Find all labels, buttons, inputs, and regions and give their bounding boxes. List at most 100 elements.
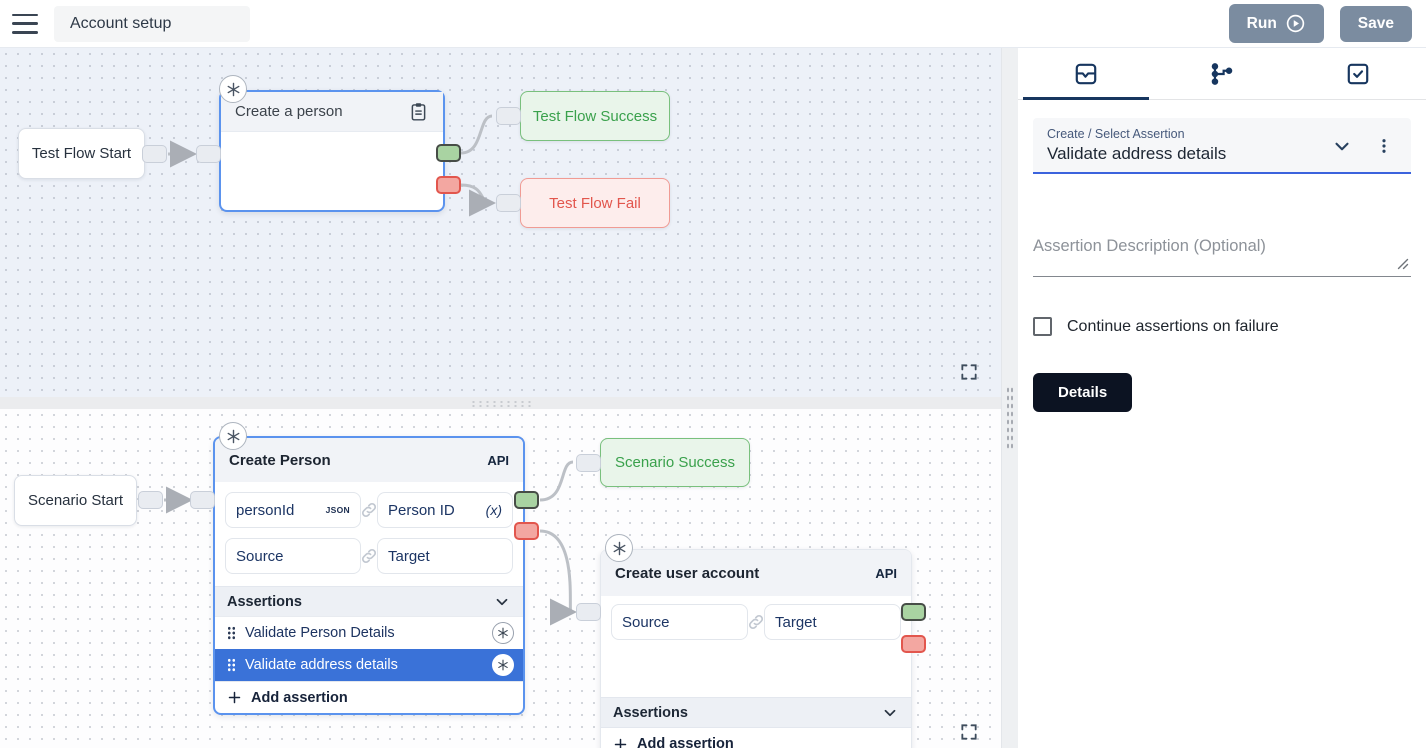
asterisk-icon <box>498 627 508 639</box>
assertion-label: Validate Person Details <box>245 624 395 641</box>
assertion-row-selected[interactable]: Validate address details <box>215 648 523 682</box>
mapping-source-field[interactable]: Source <box>611 604 748 640</box>
scenario-start-node[interactable]: Scenario Start <box>14 475 137 526</box>
assertions-header-label: Assertions <box>227 593 302 610</box>
test-flow-fail-input-port[interactable] <box>496 194 521 212</box>
test-flow-success-input-port[interactable] <box>496 107 521 125</box>
tab-validation[interactable] <box>1290 48 1426 99</box>
add-assertion-label: Add assertion <box>251 689 348 706</box>
mapping-target-field[interactable]: Target <box>764 604 901 640</box>
horizontal-splitter[interactable] <box>0 397 1001 409</box>
save-button[interactable]: Save <box>1339 5 1412 42</box>
assertion-asterisk-badge[interactable] <box>492 621 514 644</box>
asterisk-badge[interactable] <box>605 534 633 562</box>
asterisk-badge[interactable] <box>219 75 247 103</box>
test-flow-success-node[interactable]: Test Flow Success <box>520 91 670 141</box>
assertion-select-value: Validate address details <box>1047 144 1227 163</box>
save-button-label: Save <box>1357 14 1394 32</box>
test-flow-canvas[interactable]: Test Flow Start Create a person <box>0 48 1001 397</box>
scenario-success-label: Scenario Success <box>614 454 736 471</box>
create-user-account-success-port[interactable] <box>901 603 926 621</box>
kebab-menu-icon[interactable] <box>1375 135 1393 157</box>
node-title: Create Person <box>229 451 331 469</box>
splitter-grip[interactable] <box>470 400 532 407</box>
expand-canvas-icon[interactable] <box>959 362 979 382</box>
play-circle-icon <box>1286 14 1305 33</box>
flow-title-field[interactable]: Account setup <box>54 5 250 42</box>
mapping-target-field[interactable]: Person ID (x) <box>377 492 513 528</box>
field-label: Target <box>388 547 430 565</box>
create-person-input-port[interactable] <box>190 491 215 509</box>
asterisk-icon <box>227 429 239 443</box>
scenario-canvas[interactable]: Scenario Start Create Person API personI… <box>0 409 1001 748</box>
link-icon[interactable] <box>360 501 379 520</box>
field-label: Target <box>775 613 817 631</box>
mapping-target-field[interactable]: Target <box>377 538 513 574</box>
clipboard-icon[interactable] <box>408 101 429 122</box>
run-button-label: Run <box>1246 14 1277 32</box>
schema-icon <box>1211 62 1233 85</box>
tab-assertion[interactable] <box>1018 48 1154 100</box>
assertion-label: Validate address details <box>245 657 398 674</box>
details-button[interactable]: Details <box>1033 373 1133 412</box>
assertion-description-input[interactable] <box>1033 231 1411 271</box>
create-user-account-fail-port[interactable] <box>901 635 926 653</box>
create-a-person-node[interactable]: Create a person <box>219 75 445 212</box>
field-label: Person ID <box>388 501 455 519</box>
mapping-source-field[interactable]: Source <box>225 538 361 574</box>
inbox-icon <box>1075 63 1097 84</box>
create-person-node[interactable]: Create Person API personId JSON Person I… <box>213 422 525 715</box>
expand-canvas-icon[interactable] <box>959 722 979 742</box>
add-assertion-button[interactable]: Add assertion <box>215 681 523 713</box>
resize-handle-icon[interactable] <box>1397 258 1409 270</box>
scenario-success-input-port[interactable] <box>576 454 601 472</box>
app-header: Account setup Run Save <box>0 0 1426 48</box>
tab-flow-structure[interactable] <box>1154 48 1290 99</box>
link-icon[interactable] <box>360 547 379 566</box>
mapping-source-field[interactable]: personId JSON <box>225 492 361 528</box>
plus-icon <box>228 691 241 704</box>
chevron-down-icon[interactable] <box>493 593 511 611</box>
drag-handle-icon[interactable] <box>227 658 236 673</box>
create-user-account-input-port[interactable] <box>576 603 601 621</box>
node-type-tag: API <box>875 565 897 581</box>
test-flow-start-output-port[interactable] <box>142 145 167 163</box>
scenario-start-output-port[interactable] <box>138 491 163 509</box>
menu-icon[interactable] <box>12 13 38 34</box>
test-flow-fail-node[interactable]: Test Flow Fail <box>520 178 670 228</box>
create-person-success-port[interactable] <box>514 491 539 509</box>
field-label: Source <box>236 547 284 565</box>
splitter-grip[interactable] <box>1006 386 1014 450</box>
field-label: personId <box>236 501 295 519</box>
chevron-down-icon[interactable] <box>1331 135 1353 157</box>
continue-on-failure-label: Continue assertions on failure <box>1067 317 1279 335</box>
assertion-panel: Create / Select Assertion Validate addre… <box>1018 48 1426 748</box>
field-label: Source <box>622 613 670 631</box>
create-a-person-success-port[interactable] <box>436 144 461 162</box>
scenario-success-node[interactable]: Scenario Success <box>600 438 750 487</box>
assertion-asterisk-badge[interactable] <box>492 654 514 677</box>
assertion-row[interactable]: Validate Person Details <box>215 616 523 649</box>
assertion-description-container <box>1033 231 1411 277</box>
create-a-person-fail-port[interactable] <box>436 176 461 194</box>
add-assertion-label: Add assertion <box>637 736 734 748</box>
create-a-person-input-port[interactable] <box>196 145 221 163</box>
run-button[interactable]: Run <box>1228 4 1324 43</box>
test-flow-start-node[interactable]: Test Flow Start <box>18 128 145 179</box>
asterisk-icon <box>498 660 508 671</box>
assertion-select[interactable]: Create / Select Assertion Validate addre… <box>1033 118 1411 174</box>
assertions-header-label: Assertions <box>613 704 688 721</box>
asterisk-badge[interactable] <box>219 422 247 450</box>
create-person-fail-port[interactable] <box>514 522 539 540</box>
chevron-down-icon[interactable] <box>881 704 899 722</box>
continue-on-failure-checkbox[interactable] <box>1033 317 1052 336</box>
drag-handle-icon[interactable] <box>227 625 236 640</box>
link-icon[interactable] <box>747 613 766 632</box>
test-flow-fail-label: Test Flow Fail <box>549 194 641 212</box>
create-user-account-node[interactable]: Create user account API Source Target <box>600 534 912 748</box>
test-flow-success-label: Test Flow Success <box>532 107 658 125</box>
vertical-splitter[interactable] <box>1002 48 1018 748</box>
panel-tabs <box>1018 48 1426 100</box>
variable-suffix: (x) <box>485 502 502 518</box>
add-assertion-button[interactable]: Add assertion <box>601 727 911 748</box>
